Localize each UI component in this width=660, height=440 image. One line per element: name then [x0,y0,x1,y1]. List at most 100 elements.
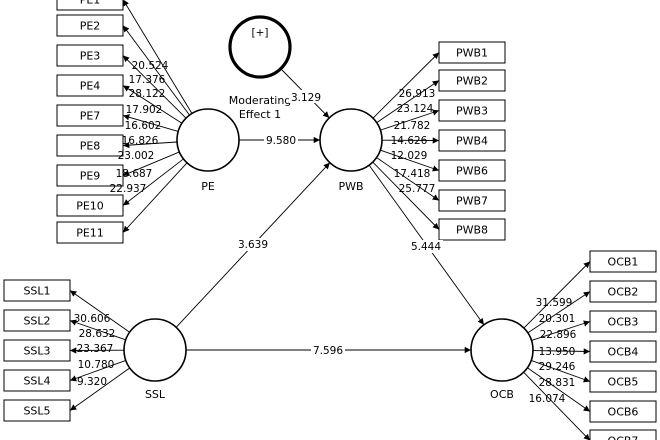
indicator-ocb6[interactable]: OCB6 [589,400,657,423]
indicator-ocb2[interactable]: OCB2 [589,280,657,303]
construct-pe[interactable]: PE [176,108,240,193]
indicator-box [438,41,506,64]
indicator-pwb7[interactable]: PWB7 [438,189,506,212]
loading-value: 16.602 [125,120,162,132]
indicator-pwb8[interactable]: PWB8 [438,218,506,241]
construct-label-line2: Effect 1 [239,108,281,121]
indicator-box [589,310,657,333]
construct-label: PWB [338,180,363,193]
indicator-box [56,14,124,37]
indicator-pe9[interactable]: PE9 [56,164,124,187]
loading-arrow-ssl2 [69,319,126,341]
indicator-label: OCB7 [608,435,639,440]
indicator-label: OCB4 [608,346,639,359]
indicator-box [56,221,124,244]
indicator-pwb3[interactable]: PWB3 [438,99,506,122]
indicator-label: PE10 [76,200,104,213]
loading-arrow-ocb6 [527,367,591,412]
loading-value: 23.367 [77,343,114,355]
loading-arrow-pe11 [122,162,188,233]
indicator-ocb4[interactable]: OCB4 [589,340,657,363]
indicator-box [589,280,657,303]
indicator-box [3,279,71,302]
loading-value: 14.626 [391,135,428,147]
indicator-pe4[interactable]: PE4 [56,74,124,97]
indicator-pwb1[interactable]: PWB1 [438,41,506,64]
loading-arrow-ssl4 [69,360,126,382]
path-label-background [311,344,345,357]
indicator-pe8[interactable]: PE8 [56,134,124,157]
loading-value: 28.632 [79,328,116,340]
indicator-label: SSL2 [23,315,50,328]
loading-arrow-pwb1 [372,52,440,119]
indicator-ocb7[interactable]: OCB7 [589,429,657,440]
construct-pwb[interactable]: PWB [319,108,383,193]
indicator-pwb6[interactable]: PWB6 [438,159,506,182]
construct-ssl[interactable]: SSL [123,318,187,401]
indicator-pe3[interactable]: PE3 [56,44,124,67]
path-label-background [236,238,270,251]
indicator-ocb3[interactable]: OCB3 [589,310,657,333]
indicator-pe11[interactable]: PE11 [56,221,124,244]
loading-arrow-ocb2 [527,291,591,334]
indicator-box [3,369,71,392]
loading-arrow-pwb8 [372,161,440,230]
indicator-ssl2[interactable]: SSL2 [3,309,71,332]
indicator-label: PE9 [80,170,101,183]
indicator-label: OCB2 [608,286,639,299]
indicator-label: PWB6 [456,165,488,178]
indicator-box [438,218,506,241]
indicator-pe7[interactable]: PE7 [56,104,124,127]
expand-marker[interactable]: [+] [252,27,269,39]
indicator-box [56,194,124,217]
construct-ocb[interactable]: OCB [470,318,534,401]
indicator-label: PWB3 [456,105,488,118]
construct-circle [228,15,292,79]
indicator-box [589,370,657,393]
loading-arrow-ssl5 [69,367,131,411]
loading-value: 28.831 [539,377,576,389]
indicator-ssl5[interactable]: SSL5 [3,399,71,422]
indicator-box [56,104,124,127]
indicator-box [56,44,124,67]
loading-arrow-ssl1 [69,290,130,333]
indicator-ocb1[interactable]: OCB1 [589,250,657,273]
indicator-label: PE3 [80,50,101,63]
indicator-pe1[interactable]: PE1 [56,0,124,11]
indicator-ssl1[interactable]: SSL1 [3,279,71,302]
indicator-label: PE7 [80,110,101,123]
indicator-pwb4[interactable]: PWB4 [438,129,506,152]
indicator-ssl4[interactable]: SSL4 [3,369,71,392]
loading-value: 16.826 [122,135,159,147]
indicator-label: PE4 [80,80,101,93]
indicator-ssl3[interactable]: SSL3 [3,339,71,362]
loading-arrow-pe4 [122,85,183,124]
loading-value: 28.122 [129,88,166,100]
path-coefficient: 3.129 [291,92,321,104]
indicator-box [3,309,71,332]
indicator-label: OCB3 [608,316,639,329]
path-label-background [409,240,443,253]
indicator-box [3,339,71,362]
indicator-box [56,0,124,11]
indicator-pe10[interactable]: PE10 [56,194,124,217]
indicator-box [56,74,124,97]
loading-value: 20.524 [132,60,169,72]
loading-value: 10.780 [78,359,115,371]
indicator-label: SSL3 [23,345,50,358]
construct-label: OCB [490,388,514,401]
indicator-label: OCB1 [608,256,639,269]
path-coefficient: 3.639 [238,239,268,251]
indicator-pe2[interactable]: PE2 [56,14,124,37]
indicator-pwb2[interactable]: PWB2 [438,69,506,92]
indicator-box [3,399,71,422]
construct-circle [123,318,187,382]
construct-circle [176,108,240,172]
indicator-ocb5[interactable]: OCB5 [589,370,657,393]
indicator-label: SSL1 [23,285,50,298]
loading-arrow-pe2 [122,25,190,116]
indicator-label: PE1 [80,0,101,7]
indicator-box [589,250,657,273]
construct-circle [319,108,383,172]
